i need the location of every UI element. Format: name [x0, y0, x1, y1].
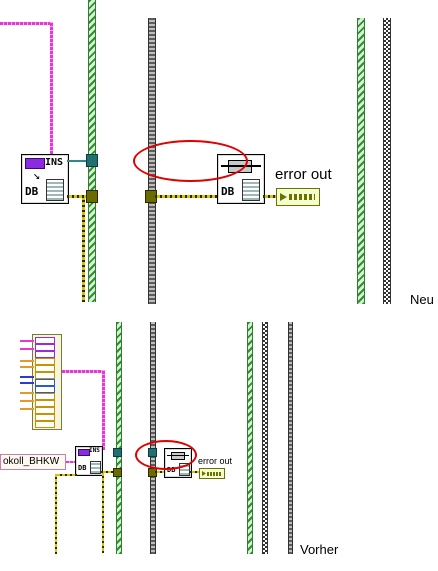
string-constant-text: okoll_BHKW	[3, 456, 60, 467]
control-row	[35, 386, 55, 393]
yellow-bottom-wire[interactable]	[55, 474, 77, 476]
db-insert-vi-icon[interactable]: INS ↘ DB	[21, 154, 69, 204]
arrow-icon: ↘	[33, 168, 41, 182]
control-row	[35, 393, 55, 400]
vi-ins-label: INS	[89, 447, 100, 454]
yellow-wire-to-indicator[interactable]	[190, 471, 199, 473]
top-diagram-panel: INS ↘ DB DB error out Neu	[0, 0, 434, 307]
pink-input-wire[interactable]	[20, 340, 34, 342]
pink-string-wire[interactable]	[66, 461, 76, 463]
cluster-glyph-icon	[25, 158, 45, 169]
control-row	[35, 372, 55, 379]
tunnel-olive[interactable]	[113, 468, 122, 477]
sequence-frame-gray-right[interactable]	[288, 322, 293, 554]
control-cluster-bank[interactable]	[32, 334, 62, 430]
indicator-arrow	[280, 193, 287, 201]
pink-output-wire[interactable]	[62, 370, 104, 373]
yellow-error-wire-mid[interactable]	[155, 195, 217, 198]
tunnel-olive[interactable]	[86, 190, 98, 203]
pink-input-wire[interactable]	[20, 348, 34, 350]
yellow-error-wire-mid[interactable]	[155, 471, 164, 473]
pink-output-wire-vertical[interactable]	[102, 370, 105, 450]
pink-wire-vertical[interactable]	[50, 22, 53, 154]
caption-neu: Neu	[410, 292, 434, 307]
orange-input-wire[interactable]	[20, 408, 34, 410]
database-stack-icon	[90, 461, 101, 474]
orange-input-wire[interactable]	[20, 392, 34, 394]
sequence-frame-green-right[interactable]	[357, 18, 365, 304]
tunnel-teal[interactable]	[86, 154, 98, 167]
sequence-frame-green-left[interactable]	[116, 322, 122, 554]
highlight-oval	[133, 140, 248, 182]
error-cluster-indicator-icon[interactable]	[276, 188, 320, 206]
sequence-frame-green-left[interactable]	[88, 0, 96, 302]
blue-input-wire[interactable]	[20, 382, 34, 384]
control-row	[35, 358, 55, 365]
control-row	[35, 400, 55, 407]
orange-input-wire[interactable]	[20, 400, 34, 402]
tunnel-teal[interactable]	[113, 448, 122, 457]
control-row	[35, 407, 55, 414]
yellow-error-wire-left[interactable]	[67, 195, 89, 198]
highlight-oval	[135, 440, 197, 470]
sequence-frame-gray[interactable]	[150, 322, 156, 554]
yellow-error-wire-left[interactable]	[101, 471, 117, 473]
pink-wire-horizontal[interactable]	[0, 22, 52, 25]
control-row	[35, 421, 55, 428]
vi-db-label: DB	[78, 464, 87, 472]
indicator-arrow	[202, 471, 206, 476]
control-row	[35, 337, 55, 344]
blue-input-wire[interactable]	[20, 376, 34, 378]
control-row	[35, 414, 55, 421]
control-row	[35, 365, 55, 372]
error-out-label: error out	[198, 456, 233, 466]
vi-ins-label: INS	[45, 157, 64, 168]
yellow-wire-down[interactable]	[102, 473, 104, 553]
yellow-wire-down[interactable]	[82, 198, 85, 302]
indicator-bar	[289, 194, 315, 200]
cluster-glyph-icon	[78, 449, 90, 456]
control-row	[35, 344, 55, 351]
control-row	[35, 379, 55, 386]
database-stack-icon	[46, 179, 64, 201]
teal-wire[interactable]	[67, 160, 89, 162]
error-cluster-indicator-icon[interactable]	[199, 468, 225, 479]
yellow-wire-left-down[interactable]	[55, 474, 57, 554]
yellow-wire-to-indicator[interactable]	[263, 195, 277, 198]
bottom-diagram-panel: okoll_BHKW INS DB DB error out Vorher	[0, 318, 438, 571]
vi-db-label: DB	[25, 185, 39, 198]
sequence-frame-check[interactable]	[383, 18, 391, 304]
control-row	[35, 351, 55, 358]
caption-vorher: Vorher	[300, 542, 339, 557]
sequence-frame-green-right[interactable]	[247, 322, 253, 554]
db-insert-vi-icon[interactable]: INS DB	[75, 446, 103, 476]
indicator-bar	[207, 472, 222, 476]
orange-input-wire[interactable]	[20, 366, 34, 368]
string-constant[interactable]: okoll_BHKW	[0, 454, 66, 470]
orange-input-wire[interactable]	[20, 360, 34, 362]
error-out-label: error out	[275, 166, 332, 183]
vi-db-label: DB	[167, 466, 176, 474]
sequence-frame-check[interactable]	[262, 322, 268, 554]
vi-db-label: DB	[221, 185, 235, 198]
database-stack-icon	[242, 179, 260, 201]
